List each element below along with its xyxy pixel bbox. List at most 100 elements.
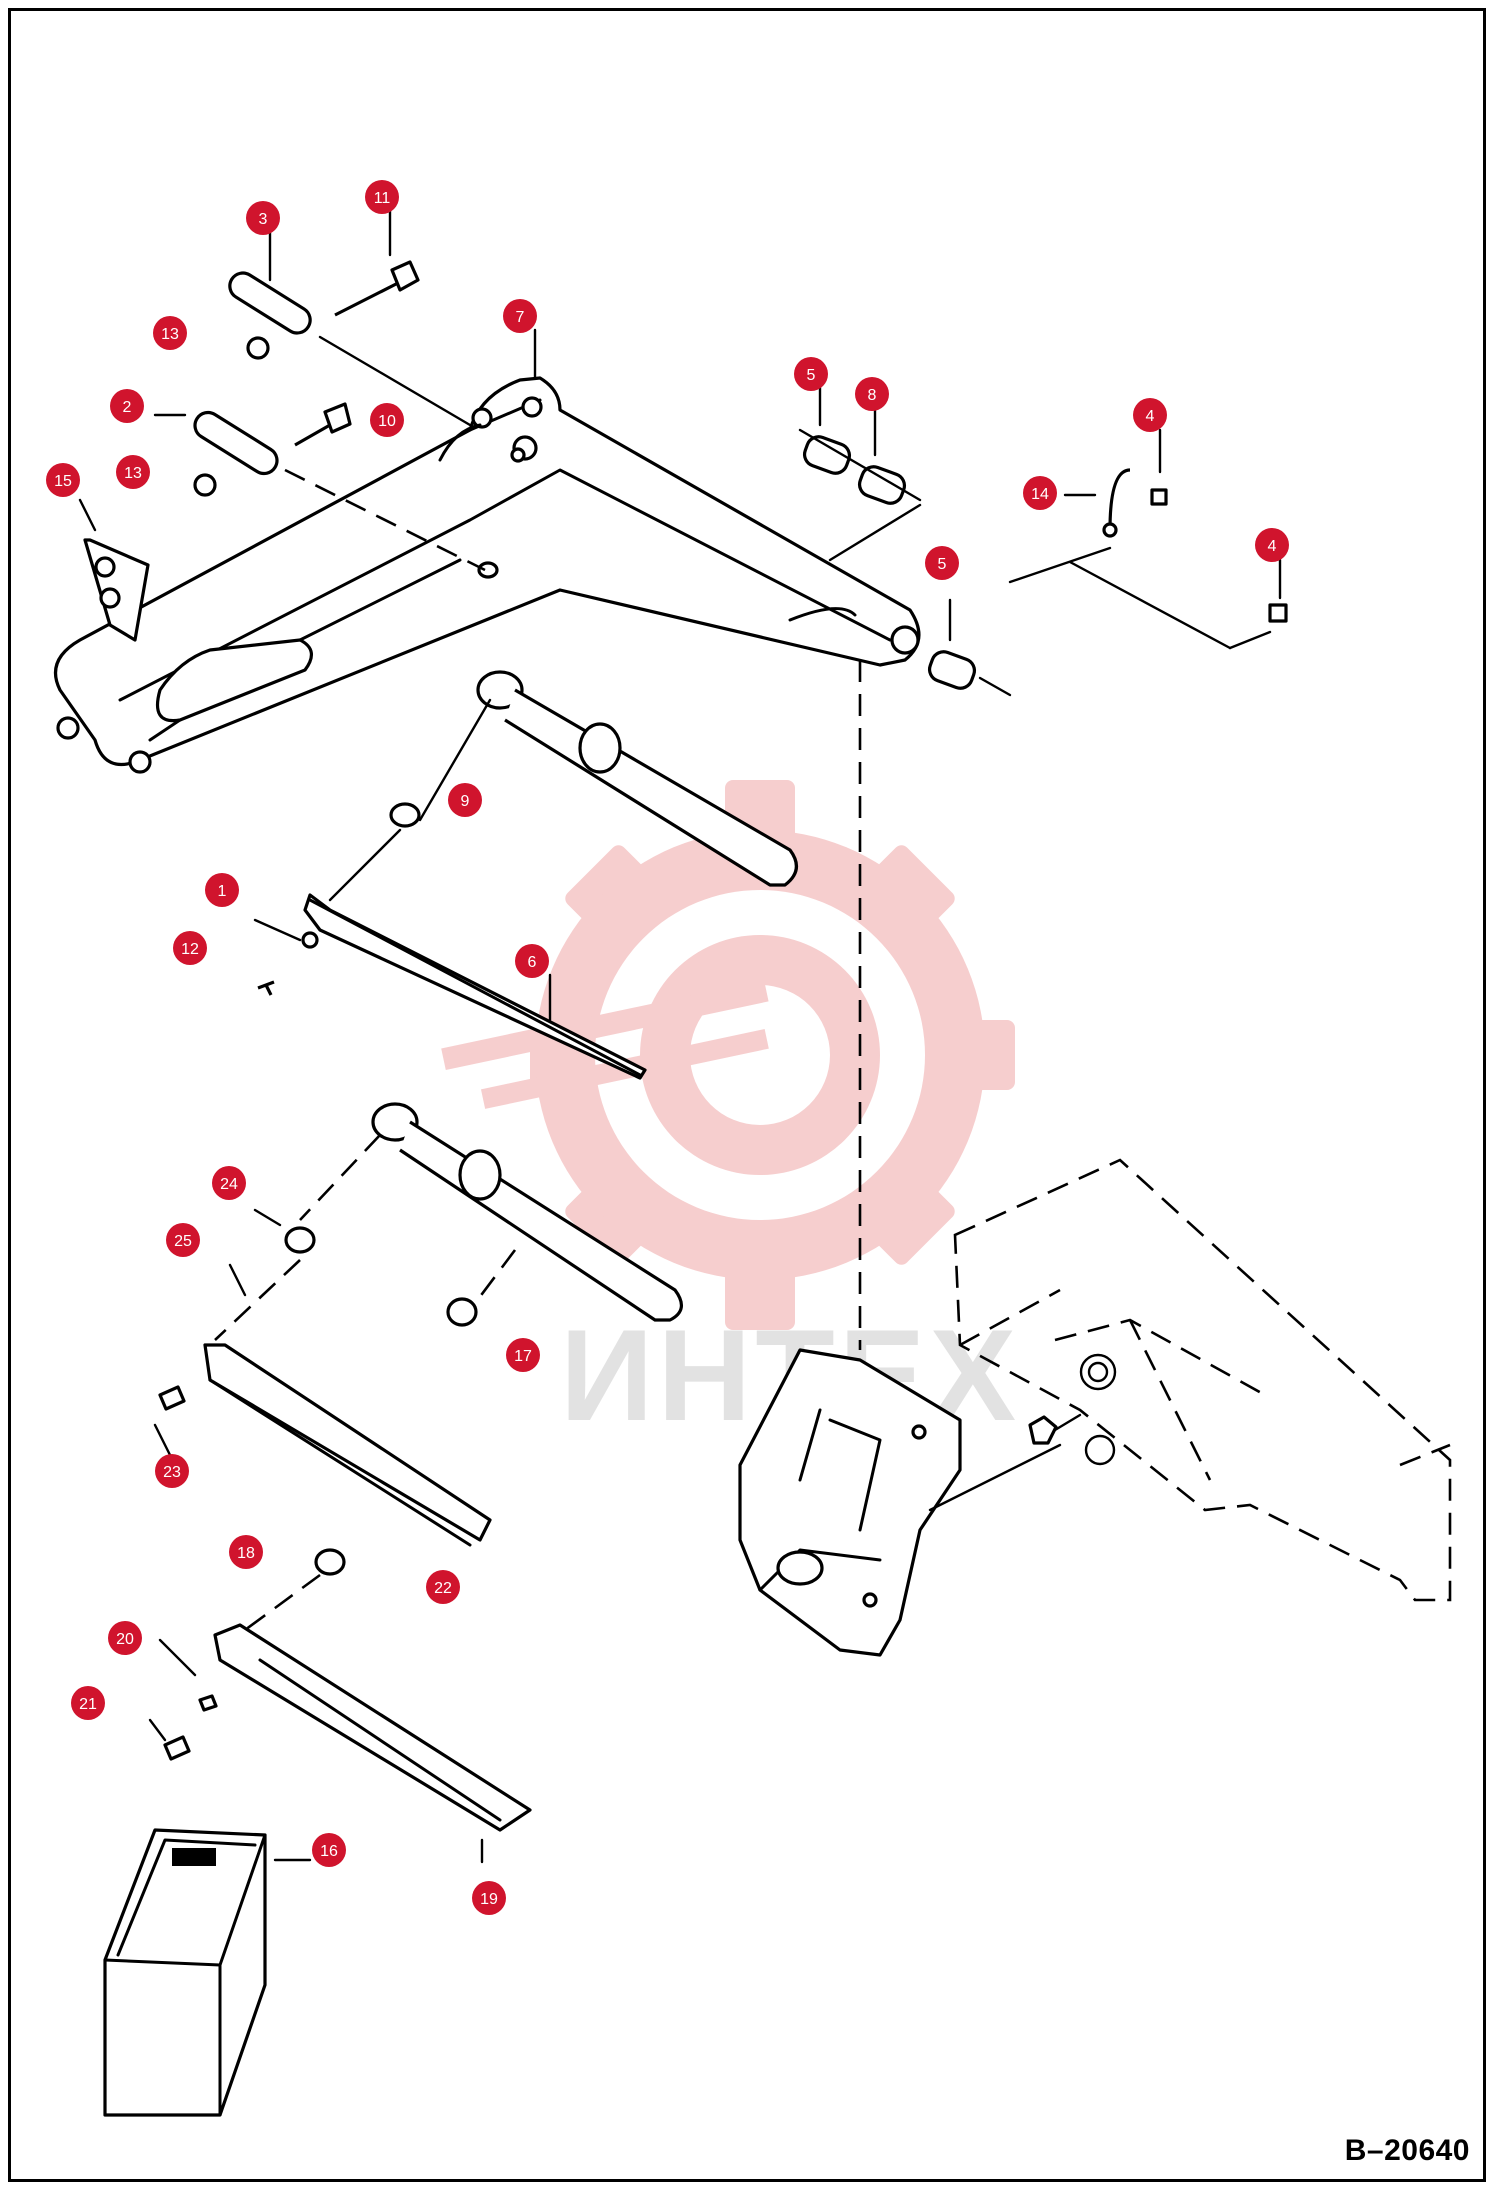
drawing-code: B–20640: [1344, 2134, 1470, 2167]
callout-number: 4: [1268, 538, 1277, 555]
callout-number: 5: [938, 556, 947, 573]
callout-c10: 10: [370, 403, 404, 437]
callout-c7: 7: [503, 299, 537, 333]
callout-bubble: [794, 357, 828, 391]
callout-number: 13: [161, 326, 179, 343]
callout-c17: 17: [506, 1338, 540, 1372]
callout-c5b: 5: [925, 546, 959, 580]
callout-c1: 1: [205, 873, 239, 907]
callout-number: 24: [220, 1176, 238, 1193]
callout-bubble: [1023, 476, 1057, 510]
callout-bubble: [1255, 528, 1289, 562]
callout-bubble: [153, 316, 187, 350]
callout-number: 8: [868, 387, 877, 404]
callout-bubble: [229, 1535, 263, 1569]
seal-kit-box: [103, 1828, 312, 2117]
callout-bubble: [506, 1338, 540, 1372]
callout-c18: 18: [229, 1535, 263, 1569]
plate: [83, 538, 150, 642]
callout-number: 20: [116, 1631, 134, 1648]
callout-number: 18: [237, 1545, 255, 1562]
callout-number: 14: [1031, 486, 1049, 503]
callout-number: 7: [516, 309, 525, 326]
callout-bubble: [46, 463, 80, 497]
callout-bubble: [166, 1223, 200, 1257]
cylinder-guard-upper: [253, 893, 647, 1080]
callout-number: 2: [123, 399, 132, 416]
callout-leaders: [78, 203, 1282, 1742]
callout-bubble: [855, 377, 889, 411]
callout-number: 21: [79, 1696, 97, 1713]
callout-c3: 3: [246, 201, 280, 235]
boom-arm: [53, 376, 921, 774]
callout-number: 23: [163, 1464, 181, 1481]
callout-c11: 11: [365, 180, 399, 214]
cylinder-guard-lower: [163, 1548, 532, 1864]
callout-bubble: [155, 1454, 189, 1488]
callout-bubble: [925, 546, 959, 580]
callout-number: 17: [514, 1348, 532, 1365]
callout-bubble: [212, 1166, 246, 1200]
drawing-frame: [8, 8, 1486, 2182]
callout-c6: 6: [515, 944, 549, 978]
callout-bubble: [448, 783, 482, 817]
callout-bubble: [173, 931, 207, 965]
callout-bubble: [515, 944, 549, 978]
callout-c2: 2: [110, 389, 144, 423]
callout-bubble: [365, 180, 399, 214]
callout-c14: 14: [1023, 476, 1057, 510]
callout-c8: 8: [855, 377, 889, 411]
callout-number: 1: [218, 883, 227, 900]
callout-number: 6: [528, 954, 537, 971]
callout-c22: 22: [426, 1570, 460, 1604]
callout-bubble: [116, 455, 150, 489]
callout-number: 12: [181, 941, 199, 958]
callout-c12: 12: [173, 931, 207, 965]
callout-number: 13: [124, 465, 142, 482]
callout-c24: 24: [212, 1166, 246, 1200]
callout-bubble: [312, 1833, 346, 1867]
callout-number: 25: [174, 1233, 192, 1250]
callout-number: 9: [461, 793, 470, 810]
callout-c23: 23: [155, 1454, 189, 1488]
callout-c19: 19: [472, 1881, 506, 1915]
callout-number: 11: [374, 190, 391, 207]
callout-bubble: [108, 1621, 142, 1655]
callout-bubble: [71, 1686, 105, 1720]
callout-c4b: 4: [1255, 528, 1289, 562]
callout-bubble: [246, 201, 280, 235]
grease-fittings: [1008, 468, 1288, 650]
callout-c15: 15: [46, 463, 80, 497]
callout-c5a: 5: [794, 357, 828, 391]
arm-cylinder: [284, 1102, 683, 1327]
callout-c4a: 4: [1133, 398, 1167, 432]
callout-c13a: 13: [153, 316, 187, 350]
callout-number: 10: [378, 413, 396, 430]
callout-c25: 25: [166, 1223, 200, 1257]
callout-bubble: [472, 1881, 506, 1915]
callout-c21: 21: [71, 1686, 105, 1720]
cylinder-guard-middle: [158, 1259, 492, 1547]
callout-number: 15: [54, 473, 72, 490]
boom-cylinder: [328, 670, 798, 902]
callout-number: 16: [320, 1843, 338, 1860]
callout-number: 5: [807, 367, 816, 384]
callout-c9: 9: [448, 783, 482, 817]
callout-c20: 20: [108, 1621, 142, 1655]
callout-bubble: [205, 873, 239, 907]
callout-number: 3: [259, 211, 268, 228]
callout-number: 19: [480, 1891, 498, 1908]
callout-bubble: [110, 389, 144, 423]
callout-c16: 16: [312, 1833, 346, 1867]
bushings: [798, 428, 1012, 697]
callout-number: 22: [434, 1580, 452, 1597]
callout-c13b: 13: [116, 455, 150, 489]
machine-frame: [953, 1158, 1452, 1602]
callout-bubble: [370, 403, 404, 437]
callout-bubble: [1133, 398, 1167, 432]
callout-bubble: [426, 1570, 460, 1604]
callout-bubble: [503, 299, 537, 333]
